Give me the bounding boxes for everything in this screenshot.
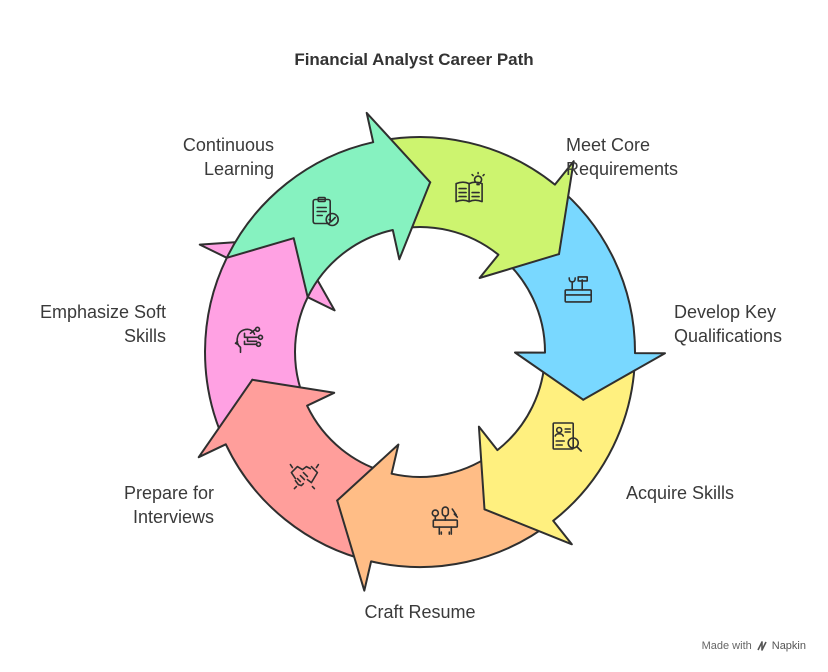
napkin-logo-icon — [757, 641, 767, 651]
head-network-icon — [234, 326, 264, 354]
stage-arrow-1 — [225, 111, 432, 299]
made-with-label: Made with — [701, 640, 752, 652]
stage-label-acquire-skills: Acquire Skills — [626, 483, 735, 503]
interview-podium-icon — [431, 506, 459, 535]
stage-label-continuous-learning: Continuous Learning — [182, 135, 274, 179]
clipboard-check-icon — [312, 196, 340, 227]
made-with-napkin: Made with Napkin — [702, 640, 806, 652]
stage-label-meet-core-requirements: Meet Core Requirements — [566, 135, 679, 179]
stage-arrow-3 — [497, 183, 666, 401]
toolbox-icon — [564, 276, 593, 303]
handshake-icon — [289, 463, 320, 490]
book-lightbulb-icon — [455, 171, 485, 203]
napkin-brand: Napkin — [771, 640, 806, 652]
resume-search-icon — [552, 422, 583, 452]
stage-arrow-2 — [372, 136, 575, 279]
page-title: Financial Analyst Career Path — [294, 50, 534, 69]
stage-label-develop-key-qualifications: Develop Key Qualifications — [674, 302, 783, 346]
stage-label-prepare-for-interviews: Prepare for Interviews — [123, 483, 214, 527]
stage-label-craft-resume: Craft Resume — [364, 602, 476, 622]
stage-label-emphasize-soft-skills: Emphasize Soft Skills — [39, 302, 166, 346]
